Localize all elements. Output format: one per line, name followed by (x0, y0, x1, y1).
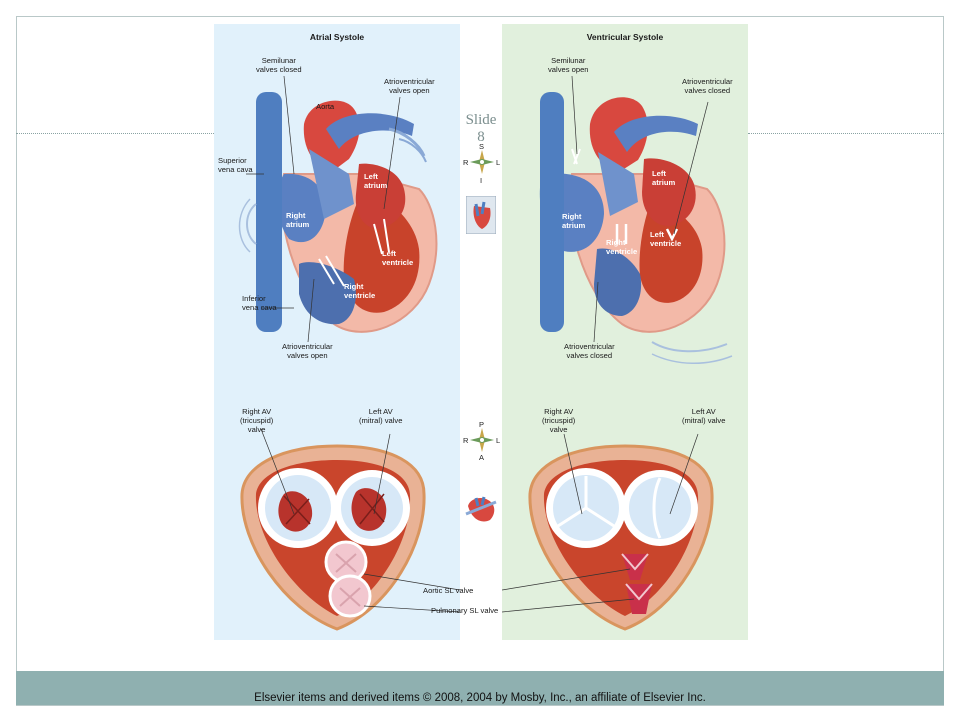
heart-longitudinal-section (238, 92, 438, 333)
label-pulmonary-sl-valve: Pulmonary SL valve (431, 606, 499, 615)
orientation-compass-sil-icon (470, 150, 494, 174)
ventricular-systole-illustration (502, 75, 733, 631)
compass-bottom-a: A (479, 453, 485, 462)
label-left-av-mitral-valve: Left AV(mitral) valve (359, 407, 403, 425)
compass-bottom-p: P (479, 420, 485, 429)
label-aorta: Aorta (316, 102, 335, 111)
heart-cross-section-thumbnail-icon (465, 496, 497, 522)
divider-line-left (16, 133, 214, 135)
label-right-av-tricuspid-valve: Right AV(tricuspid)valve (240, 407, 274, 434)
compass-bottom-r: R (463, 436, 469, 445)
label-left-av-mitral-valve: Left AV(mitral) valve (682, 407, 726, 425)
heart-longitudinal-section (539, 92, 733, 364)
heart-cross-section (528, 444, 714, 631)
atrial-systole-illustration (238, 75, 460, 631)
orientation-compass-pal-icon (470, 428, 494, 452)
heart-cross-section (240, 444, 426, 631)
compass-top-r: R (463, 158, 469, 167)
leader-lines (246, 75, 460, 613)
heart-thumbnail-icon (466, 196, 496, 234)
label-aortic-sl-valve: Aortic SL valve (423, 586, 474, 595)
panel-title: Atrial Systole (309, 32, 365, 42)
slide-frame (16, 16, 944, 706)
compass-bottom-l: L (496, 436, 501, 445)
panel-title: Ventricular Systole (586, 32, 664, 42)
compass-top-i: I (480, 176, 483, 185)
footer-bar (16, 671, 944, 705)
compass-top-s: S (479, 142, 485, 151)
ventricular-systole-panel: Ventricular Systole (502, 24, 748, 640)
leader-lines (502, 75, 709, 613)
label-right-av-tricuspid-valve: Right AV(tricuspid)valve (542, 407, 576, 434)
copyright-footer: Elsevier items and derived items © 2008,… (254, 692, 706, 704)
compass-top-l: L (496, 158, 501, 167)
atrial-systole-panel: Atrial Systole (214, 24, 460, 640)
divider-line-right (748, 133, 944, 135)
